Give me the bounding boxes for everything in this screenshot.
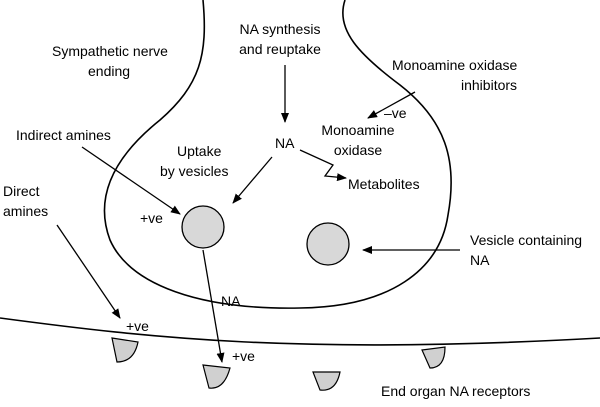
uptake-arrow [232, 156, 273, 204]
label-direct: Direct [3, 183, 40, 199]
label-uptake: Uptake [177, 143, 222, 159]
receptor [202, 364, 231, 389]
metabolism-zigzag-arrow [299, 149, 347, 182]
label-metabolites: Metabolites [348, 176, 420, 192]
label-and-reuptake: and reuptake [239, 41, 321, 57]
maoi-inhibition-arrow [367, 91, 416, 119]
label-by-vesicles: by vesicles [160, 163, 229, 179]
indirect-amines-arrow [81, 146, 181, 215]
label-inhibitors: inhibitors [461, 77, 518, 93]
label-monoamine: Monoamine [321, 122, 395, 138]
label-na-center: NA [275, 135, 295, 151]
receptor [421, 346, 446, 369]
effector-membrane [0, 317, 600, 346]
label-positive-effect-direct: +ve [126, 318, 149, 334]
na-release-arrow [202, 249, 225, 363]
label-na-release: NA [221, 293, 241, 309]
receptor [312, 371, 341, 391]
vesicle-left [181, 205, 225, 249]
label-vesicle-containing-na: NA [470, 252, 490, 268]
label-end-organ-receptors: End organ NA receptors [381, 383, 531, 399]
label-amines: amines [3, 203, 49, 219]
label-indirect-amines: Indirect amines [16, 127, 111, 143]
label-oxidase: oxidase [333, 142, 383, 158]
label-vesicle-containing: Vesicle containing [470, 232, 583, 248]
label-positive-effect-vesicle: +ve [140, 210, 163, 226]
vesicle-right [306, 222, 350, 266]
label-negative-effect: –ve [384, 105, 407, 121]
label-monoamine-oxidase-inhibitors: Monoamine oxidase [392, 57, 518, 73]
label-sympathetic-nerve: Sympathetic nerve [52, 43, 168, 59]
label-positive-effect-receptor: +ve [232, 348, 255, 364]
label-ending: ending [88, 63, 131, 79]
receptor [111, 337, 139, 363]
label-na-synthesis: NA synthesis [239, 21, 321, 37]
direct-amines-arrow [56, 224, 121, 319]
